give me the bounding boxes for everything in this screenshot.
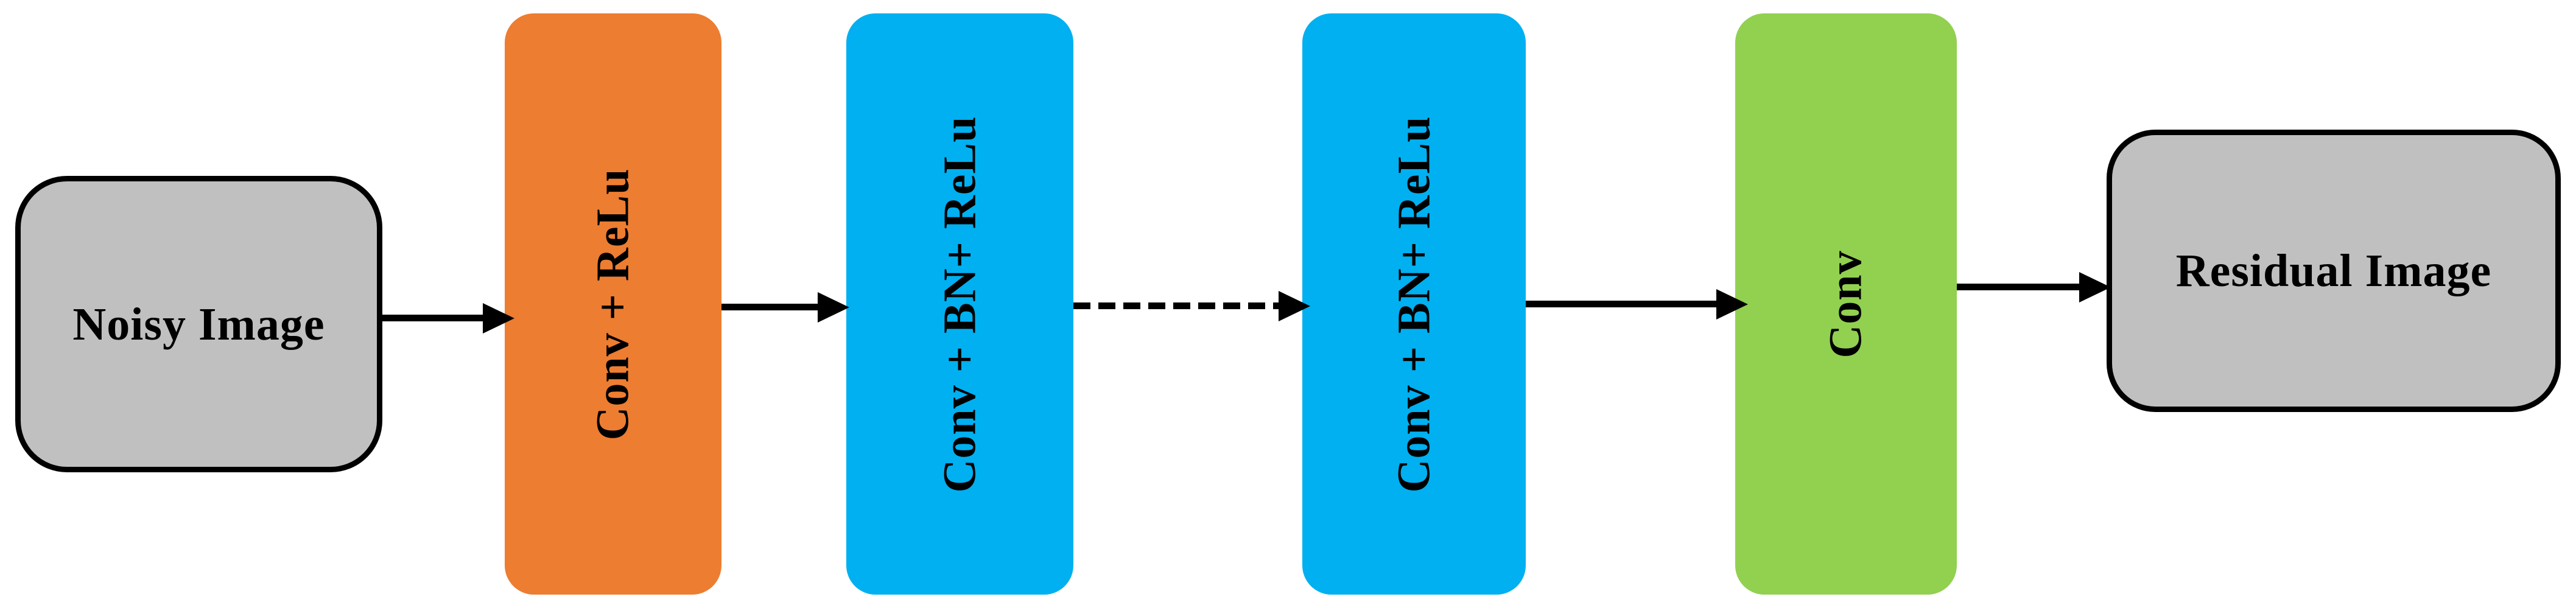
connector-bn1-to-bn2-arrowhead-icon <box>1279 291 1310 321</box>
node-conv-relu-label: Conv + ReLu <box>588 167 639 441</box>
connector-conv-relu-to-bn1-arrowhead-icon <box>818 292 849 323</box>
connector-noisy-to-conv-relu-arrowhead-icon <box>483 303 514 334</box>
connector-bn1-to-bn2-dashed-shaft <box>1073 302 1280 309</box>
node-noisy-image: Noisy Image <box>15 176 382 472</box>
connector-bn2-to-conv-arrowhead-icon <box>1716 289 1748 320</box>
node-conv: Conv <box>1735 13 1957 595</box>
node-noisy-image-label: Noisy Image <box>72 298 325 350</box>
node-conv-relu: Conv + ReLu <box>505 13 721 595</box>
node-residual-image-label: Residual Image <box>2175 245 2492 296</box>
node-conv-bn-relu-2: Conv + BN+ ReLu <box>1302 13 1526 595</box>
connector-conv-to-residual-shaft <box>1957 284 2080 290</box>
node-residual-image: Residual Image <box>2107 130 2561 412</box>
node-conv-bn-relu-1-label: Conv + BN+ ReLu <box>934 116 986 492</box>
node-conv-bn-relu-2-label: Conv + BN+ ReLu <box>1388 116 1440 492</box>
node-conv-label: Conv <box>1820 250 1872 358</box>
connector-bn2-to-conv-shaft <box>1526 301 1718 307</box>
node-conv-bn-relu-1: Conv + BN+ ReLu <box>846 13 1073 595</box>
connector-conv-to-residual-arrowhead-icon <box>2079 272 2111 302</box>
connector-noisy-to-conv-relu-shaft <box>382 315 484 321</box>
connector-conv-relu-to-bn1-shaft <box>721 304 819 310</box>
